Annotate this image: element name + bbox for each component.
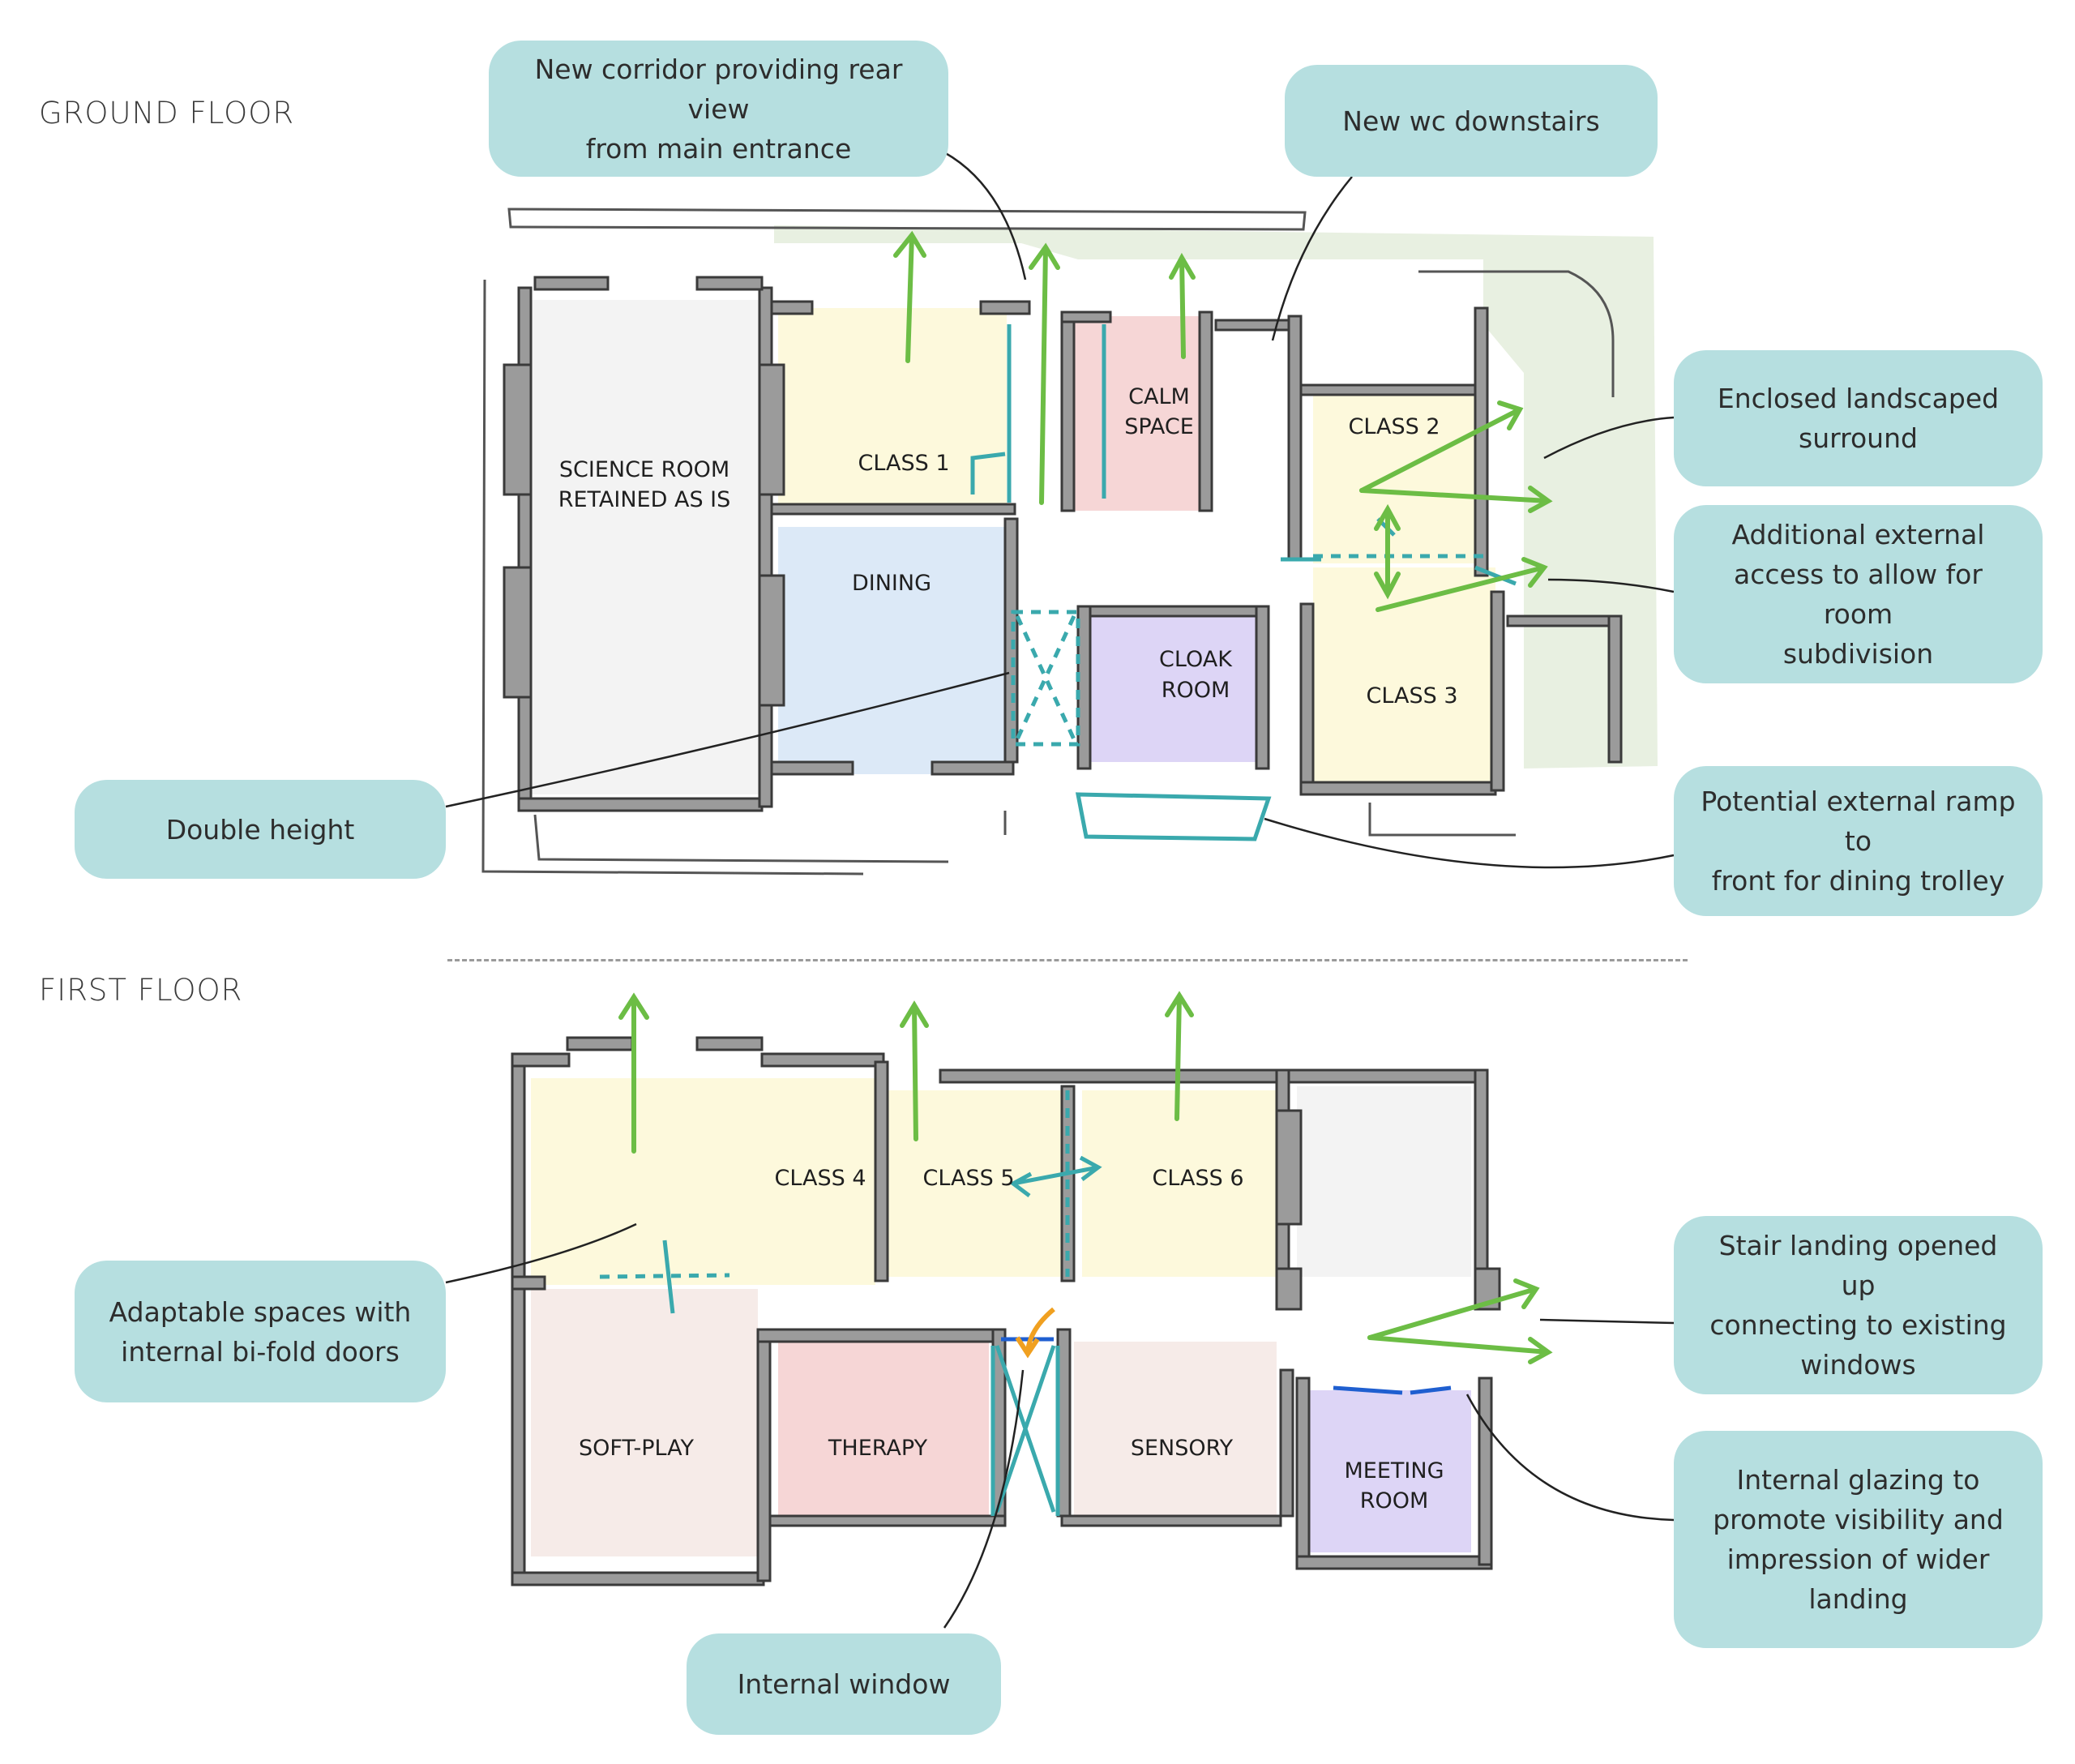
internal-window-marker: [1015, 1307, 1055, 1359]
first-teal-lines: [599, 1090, 1102, 1516]
label-class1: CLASS 1: [858, 451, 949, 476]
floor-divider: [447, 959, 1688, 961]
dining-fill: [778, 527, 1007, 774]
label-calm-1: CALM: [1128, 384, 1190, 409]
softplay-fill: [531, 1289, 758, 1556]
label-sensory: SENSORY: [1131, 1436, 1234, 1461]
label-cloak-2: ROOM: [1162, 678, 1230, 703]
science-room-fill: [531, 300, 759, 794]
label-meeting-2: ROOM: [1360, 1488, 1429, 1514]
label-science-1: SCIENCE ROOM: [559, 457, 729, 482]
ground-teal-lines: [970, 324, 1517, 841]
callout-ramp: Potential external ramp to front for din…: [1674, 766, 2043, 916]
label-class6: CLASS 6: [1152, 1166, 1243, 1191]
label-dining: DINING: [852, 571, 931, 596]
callout-landscaped: Enclosed landscaped surround: [1674, 350, 2043, 486]
class3-fill: [1313, 567, 1495, 782]
class6-fill: [1082, 1090, 1277, 1277]
class4-fill: [531, 1078, 875, 1285]
callout-internal-glazing: Internal glazing to promote visibility a…: [1674, 1431, 2043, 1648]
class2-fill: [1313, 389, 1479, 563]
landscape-area: [774, 225, 1658, 769]
ground-floor-title: GROUND FLOOR: [39, 96, 295, 131]
callout-wc: New wc downstairs: [1285, 65, 1658, 177]
ground-green-arrows: [893, 230, 1553, 612]
class1-fill: [778, 308, 1007, 507]
label-cloak-1: CLOAK: [1159, 647, 1233, 672]
label-class5: CLASS 5: [922, 1166, 1014, 1191]
callout-adaptable: Adaptable spaces with internal bi-fold d…: [75, 1261, 446, 1402]
ground-walls: [503, 276, 1623, 812]
wc-first-fill: [1297, 1086, 1471, 1277]
first-floor-title: FIRST FLOOR: [39, 973, 243, 1008]
label-science-2: RETAINED AS IS: [558, 487, 731, 512]
site-lines: [481, 208, 1615, 876]
meeting-fill: [1309, 1390, 1471, 1552]
sensory-fill: [1074, 1342, 1277, 1516]
label-meeting-1: MEETING: [1345, 1458, 1444, 1484]
callout-double-height: Double height: [75, 780, 446, 879]
label-class2: CLASS 2: [1348, 414, 1440, 439]
callout-stair-landing: Stair landing opened up connecting to ex…: [1674, 1216, 2043, 1394]
label-softplay: SOFT-PLAY: [579, 1436, 695, 1461]
label-class3: CLASS 3: [1366, 683, 1457, 709]
callout-external-access: Additional external access to allow for …: [1674, 505, 2043, 683]
label-calm-2: SPACE: [1124, 414, 1194, 439]
first-glazing: [1001, 1337, 1452, 1395]
first-green-arrows: [618, 991, 1553, 1364]
callout-corridor: New corridor providing rear view from ma…: [489, 41, 948, 177]
leader-lines: [445, 151, 1675, 1629]
label-class4: CLASS 4: [774, 1166, 866, 1191]
callout-internal-window: Internal window: [687, 1633, 1001, 1735]
cloak-fill: [1086, 616, 1256, 762]
therapy-fill: [778, 1342, 989, 1516]
label-therapy: THERAPY: [828, 1436, 928, 1461]
